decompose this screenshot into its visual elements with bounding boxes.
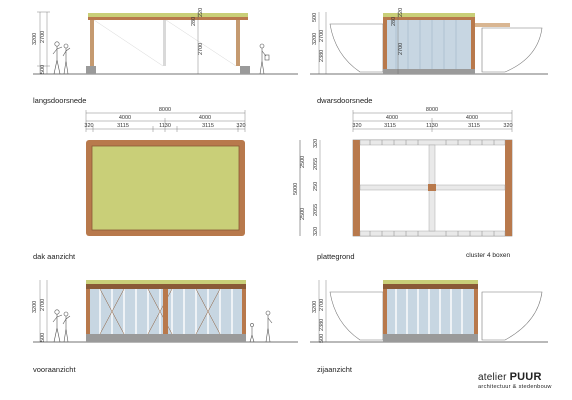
dim-text: 320 <box>313 139 319 148</box>
dim-text: 2700 <box>40 299 46 311</box>
dim-text: 280 <box>191 17 197 26</box>
langsdoorsnede-drawing <box>33 11 298 75</box>
view-label-plattegrond: plattegrond <box>317 252 355 261</box>
dwarsdoorsnede-drawing <box>310 12 548 75</box>
dim-text: 1130 <box>426 123 438 129</box>
dim-text: 2055 <box>313 204 319 216</box>
dim-text: 320 <box>352 123 361 129</box>
dim-text: 4000 <box>199 115 211 121</box>
dim-text: 2700 <box>398 43 404 55</box>
dim-text: 3115 <box>202 123 214 129</box>
brand-logo: atelier PUUR architectuur & stedenbouw <box>478 371 552 390</box>
dim-text: 8000 <box>159 107 171 113</box>
dim-text: 220 <box>398 8 404 17</box>
dim-text: 3200 <box>312 301 318 313</box>
dim-text: 500 <box>40 65 46 74</box>
dim-text: 2700 <box>198 43 204 55</box>
dim-text: 2380 <box>319 50 325 62</box>
view-label-zijaanzicht: zijaanzicht <box>317 365 353 374</box>
dim-text: 5000 <box>293 183 299 195</box>
view-label-langsdoorsnede: langsdoorsnede <box>33 96 87 105</box>
dim-text: 4000 <box>119 115 131 121</box>
dim-text: 2700 <box>40 31 46 43</box>
dim-text: 8000 <box>426 107 438 113</box>
dim-text: 3200 <box>32 33 38 45</box>
dim-text: 500 <box>319 334 325 343</box>
dim-text: 3115 <box>468 123 480 129</box>
view-label-dwarsdoorsnede: dwarsdoorsnede <box>317 96 373 105</box>
view-label-vooraanzicht: vooraanzicht <box>33 365 76 374</box>
dim-text: 500 <box>312 13 318 22</box>
dim-text: 2500 <box>300 208 306 220</box>
dim-text: 280 <box>391 17 397 26</box>
dak-aanzicht-drawing <box>85 110 301 236</box>
dim-text: 320 <box>236 123 245 129</box>
dim-text: 3200 <box>312 33 318 45</box>
dim-text: 4000 <box>386 115 398 121</box>
dim-text: 250 <box>313 182 319 191</box>
dim-text: 2700 <box>319 299 325 311</box>
dim-text: 3115 <box>384 123 396 129</box>
brand-tagline: architectuur & stedenbouw <box>478 384 552 390</box>
dim-text: 2500 <box>300 156 306 168</box>
zijaanzicht-drawing <box>310 280 548 343</box>
cluster-note: cluster 4 boxen <box>466 252 511 259</box>
dim-text: 2055 <box>313 158 319 170</box>
vooraanzicht-drawing <box>33 280 298 343</box>
dim-text: 2380 <box>319 319 325 331</box>
dim-text: 500 <box>40 333 46 342</box>
dim-text: 320 <box>313 227 319 236</box>
brand-prefix: atelier <box>478 372 510 383</box>
dim-text: 1130 <box>159 123 171 129</box>
dim-text: 3200 <box>32 301 38 313</box>
dim-text: 3115 <box>117 123 129 129</box>
view-label-dak-aanzicht: dak aanzicht <box>33 252 76 261</box>
dim-text: 2700 <box>319 30 325 42</box>
plattegrond-drawing <box>299 110 513 237</box>
dim-text: 220 <box>198 8 204 17</box>
brand-name: PUUR <box>509 371 542 383</box>
dim-text: 320 <box>84 123 93 129</box>
dim-text: 4000 <box>466 115 478 121</box>
dim-text: 320 <box>503 123 512 129</box>
